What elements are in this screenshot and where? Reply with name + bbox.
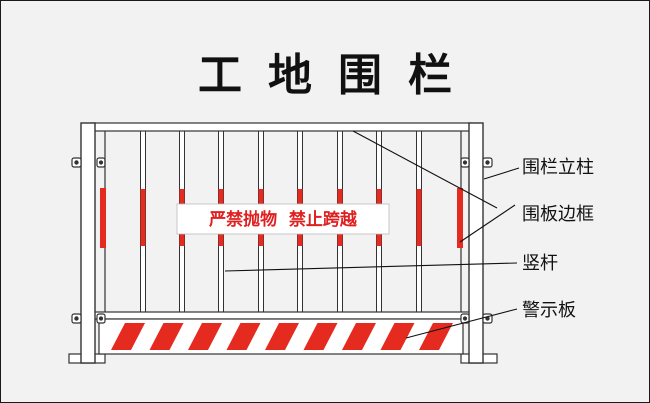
warning-stripe xyxy=(188,323,222,350)
callout-bar: 竖杆 xyxy=(522,253,558,274)
callout-post: 围栏立柱 xyxy=(522,157,594,178)
right-post-connectors xyxy=(482,157,493,324)
bar-red-strip xyxy=(140,189,146,246)
warning-stripe xyxy=(342,323,376,350)
warning-stripe xyxy=(111,323,145,350)
warning-stripes xyxy=(111,323,453,350)
callout-frame: 围板边框 xyxy=(522,204,594,225)
bar-red-strip xyxy=(416,189,422,246)
bottom-rail xyxy=(90,311,472,320)
warning-stripe xyxy=(226,323,261,350)
left-post xyxy=(80,122,96,364)
warning-stripe xyxy=(265,323,299,350)
warning-stripe xyxy=(149,323,184,350)
left-frame-red-strip xyxy=(100,188,106,248)
warning-banner-text: 严禁抛物 禁止跨越 xyxy=(209,209,358,230)
left-post-connectors xyxy=(71,157,82,324)
right-post xyxy=(468,122,484,364)
frame-connectors xyxy=(96,157,470,324)
leader-lines xyxy=(224,130,520,339)
callout-board: 警示板 xyxy=(522,300,576,321)
diagram-title: 工地围栏 xyxy=(198,50,478,101)
warning-banner xyxy=(176,203,390,235)
warning-stripe xyxy=(419,323,453,350)
warning-stripe xyxy=(380,323,415,350)
right-frame-red-strip xyxy=(457,188,463,248)
top-rail xyxy=(90,122,472,132)
warning-stripe xyxy=(303,323,338,350)
